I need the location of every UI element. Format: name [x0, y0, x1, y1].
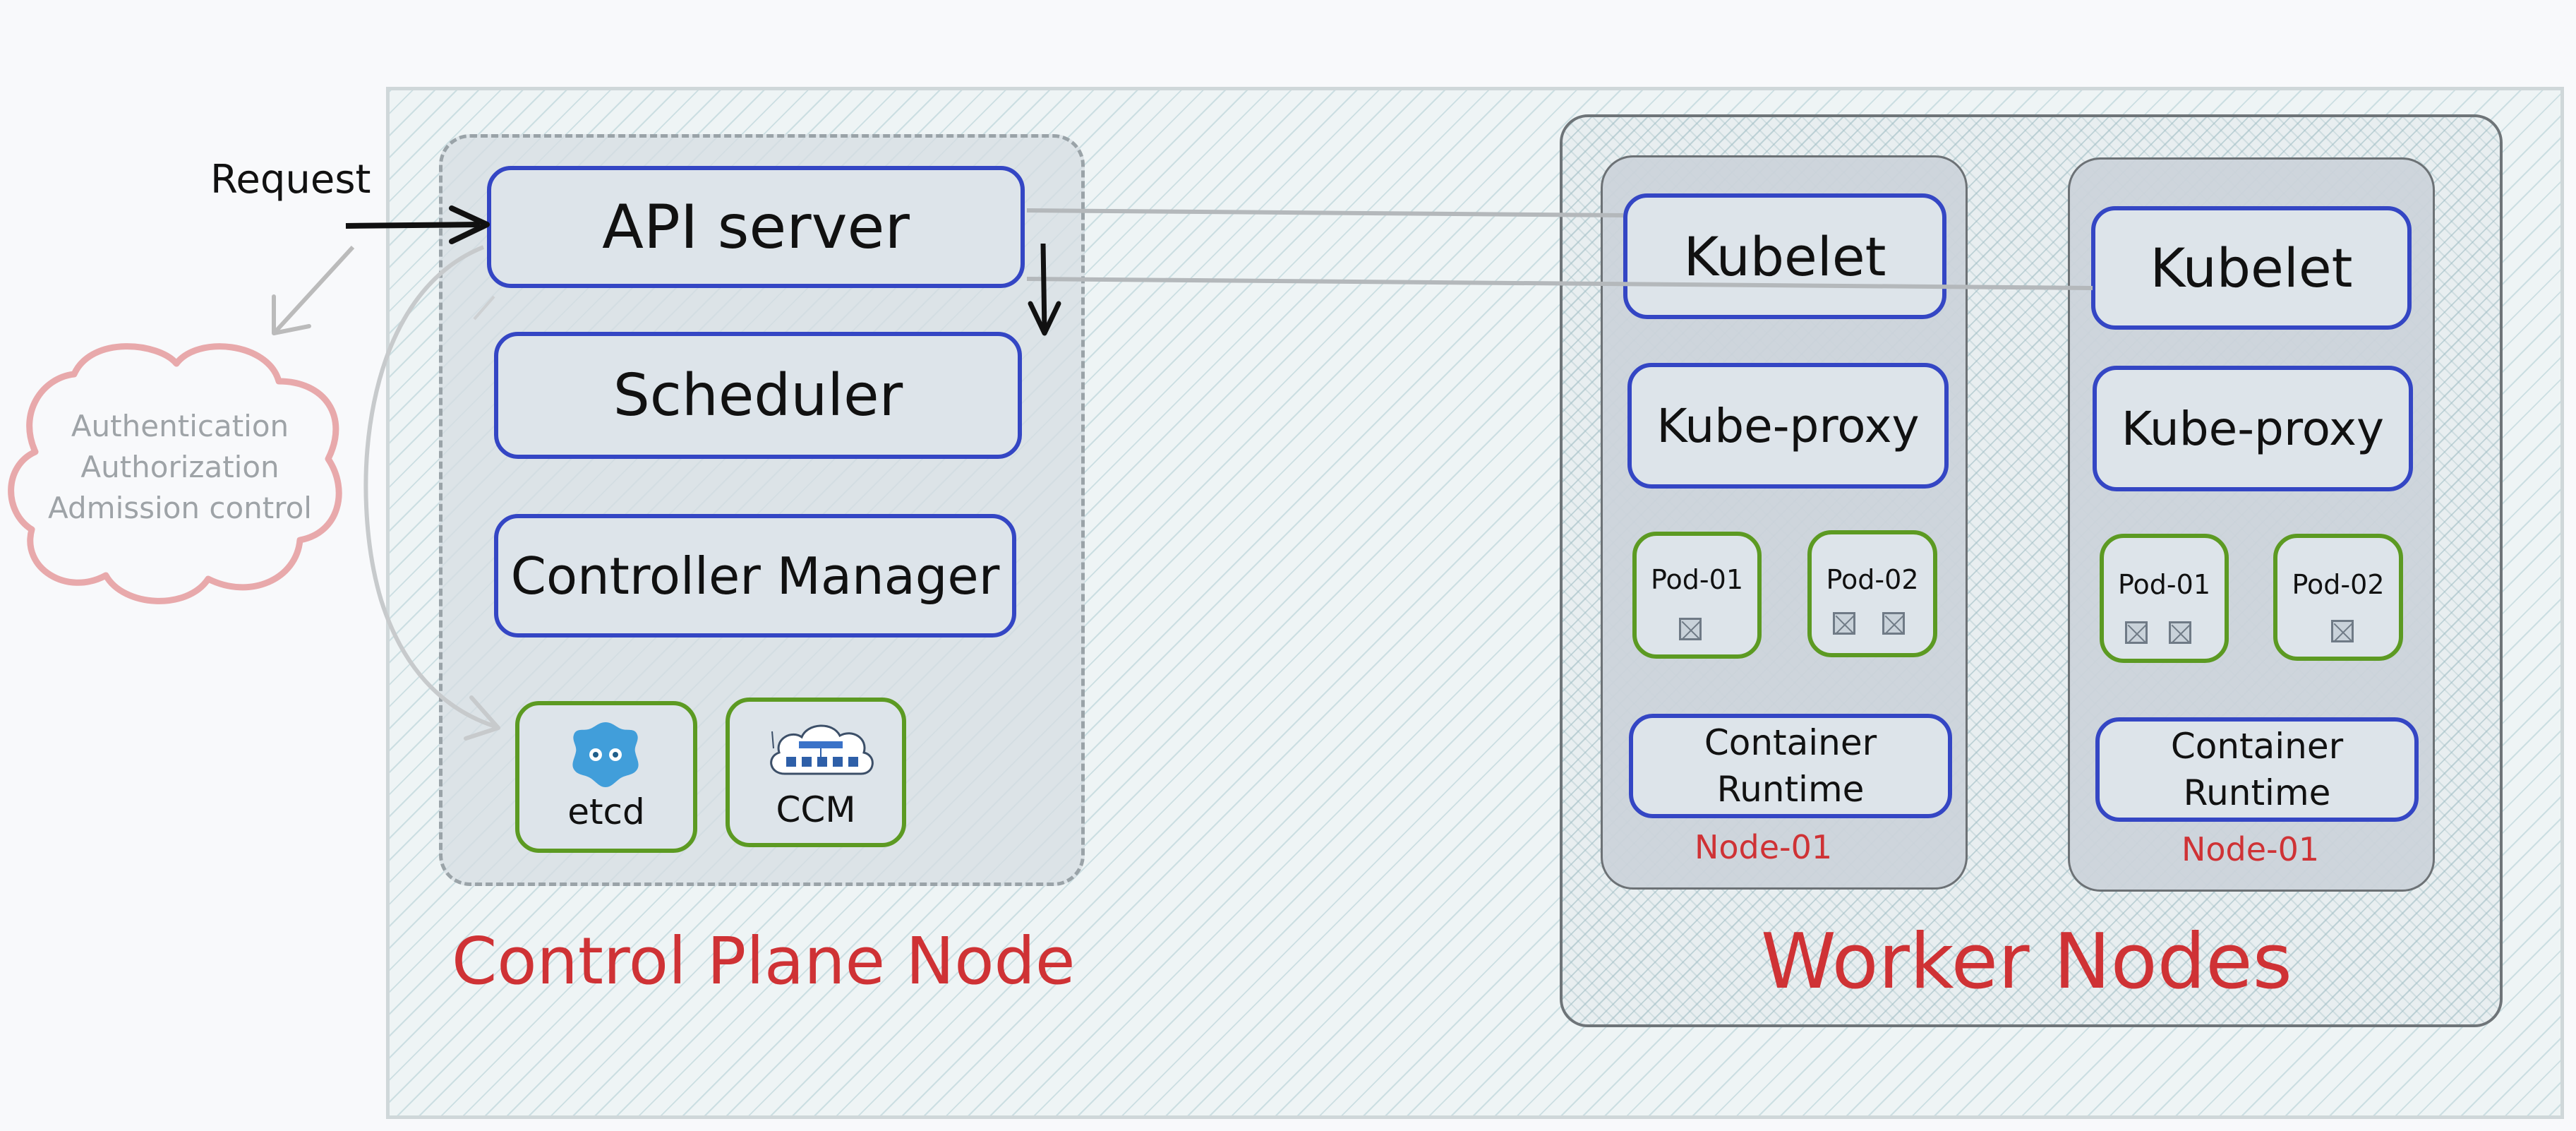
etcd-label: etcd: [567, 791, 645, 832]
kube-proxy-label: Kube-proxy: [1656, 398, 1920, 453]
scheduler-label: Scheduler: [613, 361, 903, 429]
container-icon: [1882, 612, 1905, 635]
api-server-label: API server: [602, 191, 910, 263]
kubelet-label: Kubelet: [1683, 225, 1886, 288]
security-line-authentication: Authentication: [71, 409, 289, 443]
etcd-logo-icon: [572, 722, 639, 787]
api-server-box[interactable]: API server: [487, 166, 1025, 288]
security-text: Authentication Authorization Admission c…: [42, 406, 318, 529]
pod-label: Pod-02: [1826, 564, 1919, 595]
security-line-authorization: Authorization: [80, 450, 279, 484]
kubelet-box[interactable]: Kubelet: [2091, 206, 2412, 330]
pod-box[interactable]: Pod-01: [1632, 532, 1762, 659]
pod-label: Pod-01: [1651, 564, 1743, 595]
pod-box[interactable]: Pod-02: [1807, 530, 1937, 657]
container-runtime-line2: Runtime: [2183, 772, 2331, 813]
controller-manager-box[interactable]: Controller Manager: [494, 514, 1016, 638]
container-icon: [2169, 621, 2191, 644]
scheduler-box[interactable]: Scheduler: [494, 332, 1022, 459]
pod-box[interactable]: Pod-02: [2273, 534, 2403, 661]
kube-proxy-label: Kube-proxy: [2121, 401, 2385, 456]
container-runtime-line2: Runtime: [1716, 769, 1865, 810]
pod-label: Pod-01: [2118, 569, 2210, 600]
container-runtime-line1: Container: [2170, 726, 2344, 767]
container-runtime-line1: Container: [1704, 722, 1877, 763]
security-cloud: [8, 343, 342, 604]
node-name-label: Node-01: [2181, 830, 2320, 868]
pod-box[interactable]: Pod-01: [2100, 534, 2229, 663]
control-plane-node-label: Control Plane Node: [452, 923, 1076, 999]
container-icon: [2331, 620, 2354, 642]
kube-proxy-box[interactable]: Kube-proxy: [1627, 363, 1949, 489]
security-line-admission-control: Admission control: [48, 491, 312, 525]
container-icon: [1833, 612, 1855, 635]
kubelet-label: Kubelet: [2150, 237, 2353, 299]
security-arrow: [273, 245, 355, 334]
kubelet-box[interactable]: Kubelet: [1623, 193, 1946, 319]
worker-node-2: Kubelet Kube-proxy Pod-01 Pod-02 Contain…: [2068, 157, 2435, 892]
ccm-label: CCM: [776, 789, 856, 830]
cloud-controller-icon: [770, 724, 874, 775]
container-runtime-box[interactable]: Container Runtime: [2095, 717, 2419, 822]
container-runtime-box[interactable]: Container Runtime: [1629, 714, 1952, 818]
container-icon: [2125, 621, 2148, 644]
ccm-box[interactable]: CCM: [726, 698, 906, 847]
container-icon: [1679, 618, 1702, 640]
kube-proxy-box[interactable]: Kube-proxy: [2093, 366, 2413, 491]
etcd-box[interactable]: etcd: [515, 701, 697, 853]
worker-nodes-label: Worker Nodes: [1761, 918, 2292, 1006]
pod-label: Pod-02: [2292, 569, 2385, 600]
security-arrow-head: [272, 294, 311, 335]
controller-manager-label: Controller Manager: [510, 546, 1000, 606]
request-label: Request: [210, 157, 371, 203]
node-name-label: Node-01: [1695, 828, 1833, 866]
worker-node-1: Kubelet Kube-proxy Pod-01 Pod-02 Contain…: [1601, 155, 1968, 890]
